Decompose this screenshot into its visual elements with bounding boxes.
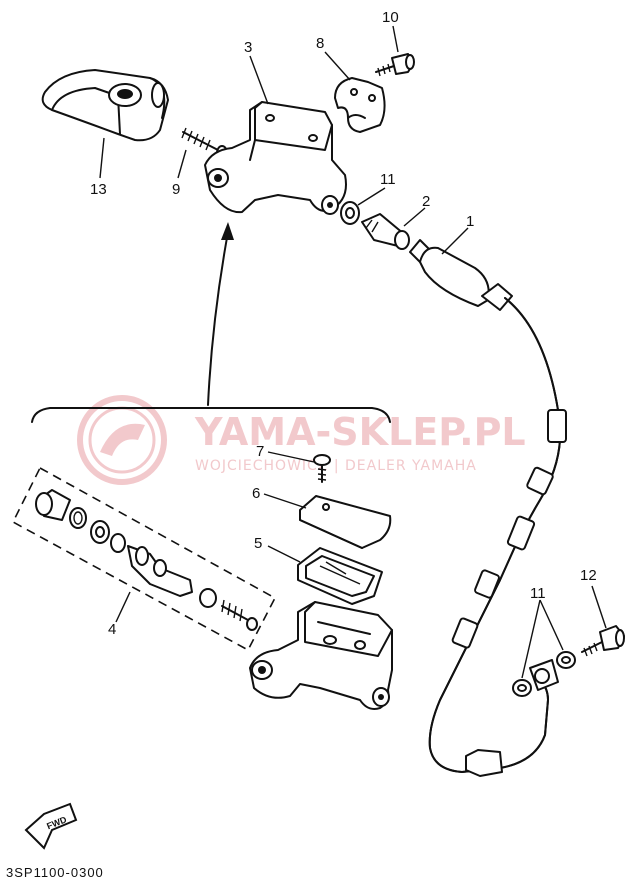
leader-10 — [392, 25, 399, 53]
leader-1 — [441, 227, 469, 255]
group-bracket — [31, 407, 391, 423]
fwd-arrow-icon: FWD — [24, 802, 78, 850]
watermark-brand: YAMA-SKLEP.PL — [194, 410, 526, 454]
leader-6 — [263, 493, 307, 509]
part-11-washer-top-icon — [340, 201, 360, 225]
watermark: YAMA-SKLEP.PL WOJCIECHOWICZ | DEALER YAM… — [77, 395, 526, 485]
leader-3 — [249, 55, 269, 105]
leader-7 — [267, 451, 315, 463]
callout-2: 2 — [422, 193, 430, 210]
leader-8 — [324, 51, 351, 81]
diagram-code: 3SP1100-0300 — [6, 865, 104, 880]
part-1-hose-icon — [409, 239, 567, 777]
part-8-clamp-icon — [334, 77, 386, 133]
part-4-piston-kit-icon — [11, 466, 277, 652]
callout-13: 13 — [90, 181, 107, 198]
part-3-master-cylinder-icon — [204, 101, 347, 215]
leader-12 — [591, 585, 607, 629]
callout-3: 3 — [244, 39, 252, 56]
callout-1: 1 — [466, 213, 474, 230]
leader-4 — [115, 591, 131, 623]
leader-11-bottom-a — [521, 599, 541, 679]
callout-4: 4 — [108, 621, 116, 638]
callout-12: 12 — [580, 567, 597, 584]
callout-8: 8 — [316, 35, 324, 52]
leader-5 — [267, 545, 301, 563]
part-12-bolt-icon — [581, 625, 625, 657]
callout-11-top: 11 — [380, 171, 396, 188]
part-10-bolt-icon — [375, 53, 415, 77]
part-11-washers-bottom-icon — [512, 651, 576, 697]
leader-13 — [99, 137, 105, 179]
watermark-logo-icon — [77, 395, 167, 485]
callout-11-bottom: 11 — [530, 585, 546, 602]
leader-11-bottom-b — [539, 599, 564, 651]
part-2-union-bolt-icon — [361, 213, 410, 250]
watermark-subtitle: WOJCIECHOWICZ | DEALER YAMAHA — [195, 458, 477, 474]
callout-10: 10 — [382, 9, 399, 26]
callout-5: 5 — [254, 535, 262, 552]
leader-9 — [177, 149, 187, 179]
part-7-screw-icon — [313, 454, 331, 483]
callout-9: 9 — [172, 181, 180, 198]
part-5-diaphragm-icon — [297, 547, 383, 605]
part-13-lever-holder-icon — [41, 69, 169, 142]
callout-6: 6 — [252, 485, 260, 502]
leader-2 — [403, 207, 426, 227]
callout-7: 7 — [256, 443, 264, 460]
part-master-cylinder-body-icon — [249, 601, 393, 710]
part-6-cap-icon — [299, 495, 392, 549]
leader-11-top — [357, 187, 386, 206]
expand-arrow — [207, 222, 234, 406]
